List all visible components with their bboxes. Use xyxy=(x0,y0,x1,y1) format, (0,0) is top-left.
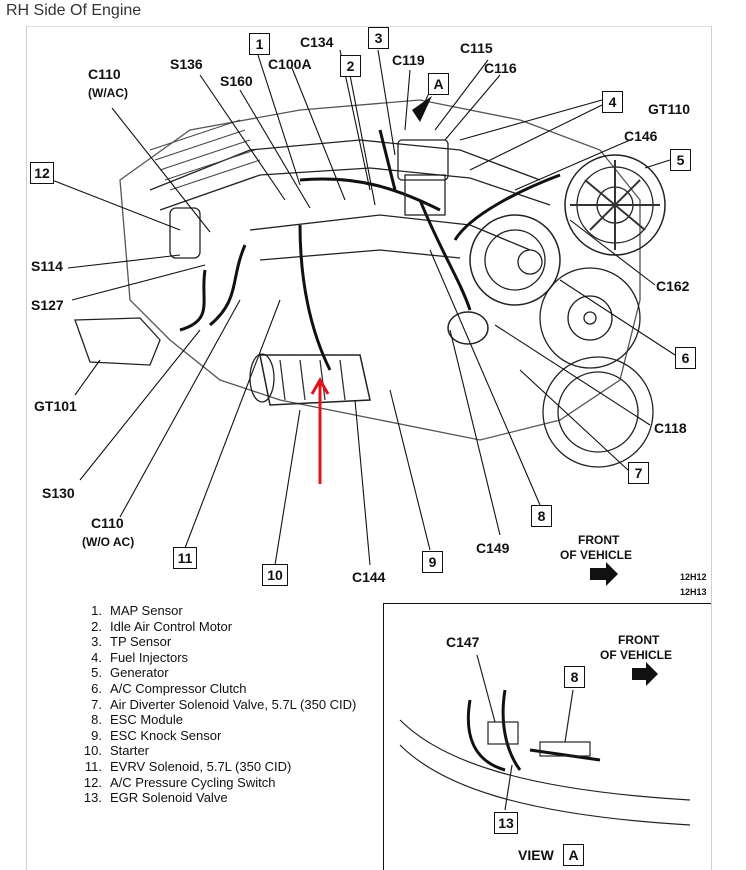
legend-item: 13.EGR Solenoid Valve xyxy=(83,790,228,806)
label-c162: C162 xyxy=(656,278,690,294)
label-c110-woac-sub: (W/O AC) xyxy=(82,535,135,549)
label-front2-line1: FRONT xyxy=(618,633,660,647)
label-s127: S127 xyxy=(31,297,64,313)
legend-item: 12.A/C Pressure Cycling Switch xyxy=(83,774,276,790)
label-front-line2: OF VEHICLE xyxy=(560,548,633,562)
figure-code-2: 12H13 xyxy=(680,587,707,597)
label-s136: S136 xyxy=(170,56,203,72)
callout-box-9: 9 xyxy=(422,551,443,573)
label-c110-woac: C110 xyxy=(91,515,124,531)
legend-item: 9.ESC Knock Sensor xyxy=(91,727,222,743)
figure-code-1: 12H12 xyxy=(680,572,707,582)
label-s160: S160 xyxy=(220,73,253,89)
legend-item: 8.ESC Module xyxy=(91,712,183,728)
view-a-inset xyxy=(383,603,711,870)
label-c116: C116 xyxy=(484,60,517,76)
legend-item: 5.Generator xyxy=(91,665,169,681)
page-title: RH Side Of Engine xyxy=(6,2,142,19)
label-s114: S114 xyxy=(31,258,63,274)
callout-box-13: 13 xyxy=(494,812,518,834)
legend-item: 1.MAP Sensor xyxy=(91,603,183,618)
callout-box-a: A xyxy=(428,73,449,95)
label-c118: C118 xyxy=(654,420,687,436)
label-c115: C115 xyxy=(460,40,493,56)
label-c144: C144 xyxy=(352,569,386,585)
legend-item: 6.A/C Compressor Clutch xyxy=(91,680,247,696)
legend-item: 11.EVRV Solenoid, 5.7L (350 CID) xyxy=(84,758,292,774)
label-front-line1: FRONT xyxy=(578,533,620,547)
callout-box-8-view: 8 xyxy=(564,666,585,688)
label-c149: C149 xyxy=(476,540,510,556)
diagram-frame xyxy=(26,26,712,870)
legend-item: 4.Fuel Injectors xyxy=(91,649,189,665)
callout-box-7: 7 xyxy=(628,462,649,484)
label-c110-wac: C110 xyxy=(88,66,121,82)
legend-item: 7.Air Diverter Solenoid Valve, 5.7L (350… xyxy=(91,696,357,712)
callout-box-3: 3 xyxy=(368,27,389,49)
legend-item: 2.Idle Air Control Motor xyxy=(91,618,233,634)
callout-box-5: 5 xyxy=(670,149,691,171)
label-c134: C134 xyxy=(300,34,334,50)
label-c110-wac-sub: (W/AC) xyxy=(88,86,128,100)
label-s130: S130 xyxy=(42,485,75,501)
callout-box-4: 4 xyxy=(602,91,623,113)
callout-box-10: 10 xyxy=(262,564,288,586)
label-c100a: C100A xyxy=(268,56,312,72)
label-gt101: GT101 xyxy=(34,398,77,414)
parts-legend: 1.MAP Sensor 2.Idle Air Control Motor 3.… xyxy=(66,603,356,806)
label-gt110: GT110 xyxy=(648,101,691,117)
callout-box-1: 1 xyxy=(249,33,270,55)
callout-box-a-view: A xyxy=(563,844,584,866)
callout-box-11: 11 xyxy=(173,547,197,569)
label-front2-line2: OF VEHICLE xyxy=(600,648,673,662)
legend-item: 3.TP Sensor xyxy=(91,634,172,650)
label-c119: C119 xyxy=(392,52,425,68)
label-view: VIEW xyxy=(518,847,554,863)
callout-box-2: 2 xyxy=(340,55,361,77)
callout-box-8: 8 xyxy=(531,505,552,527)
callout-box-12: 12 xyxy=(30,162,54,184)
label-c146: C146 xyxy=(624,128,658,144)
legend-item: 10.Starter xyxy=(83,743,150,759)
label-c147: C147 xyxy=(446,634,480,650)
callout-box-6: 6 xyxy=(675,347,696,369)
